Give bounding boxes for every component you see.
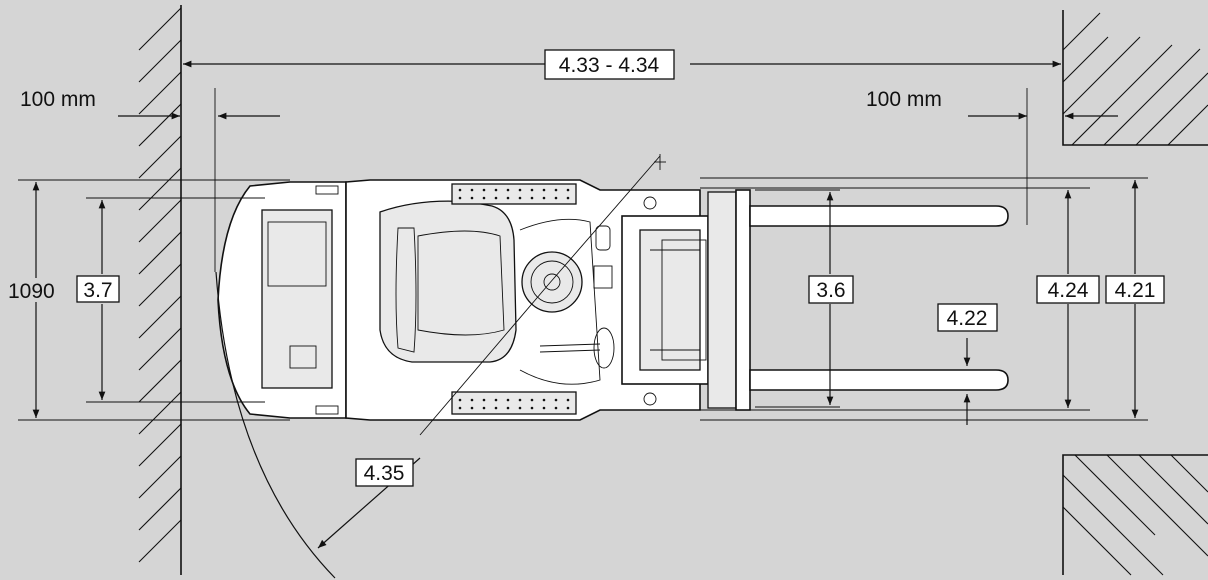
left-wall	[138, 5, 182, 575]
fork-lower	[749, 369, 1009, 391]
turning-radius-dimension: 4.35	[215, 154, 666, 579]
right-clearance-label: 100 mm	[866, 88, 942, 111]
forklift-top-view	[217, 179, 1009, 421]
dim-3-6: 3.6	[755, 189, 854, 408]
dim-4-24-label: 4.24	[1048, 279, 1089, 302]
right-wall-upper	[1062, 10, 1208, 146]
fork-carriage	[707, 191, 737, 409]
overall-width-label: 1090	[8, 280, 55, 303]
dim-4-21: 4.21	[700, 177, 1165, 421]
dim-4-24: 4.24	[700, 187, 1100, 411]
step-plate-top	[451, 183, 577, 205]
turning-arc	[215, 271, 336, 579]
dim-4-21-label: 4.21	[1115, 279, 1156, 302]
left-clearance-label: 100 mm	[20, 88, 96, 111]
dim-3-7: 3.7	[76, 197, 265, 403]
aisle-width-label: 4.33 - 4.34	[559, 54, 660, 77]
dim-3-7-label: 3.7	[83, 279, 112, 302]
operator-seat	[379, 200, 517, 363]
right-clearance-dimension: 100 mm	[866, 88, 1118, 225]
dim-4-22-label: 4.22	[947, 307, 988, 330]
fork-upper	[749, 205, 1009, 227]
dim-3-6-label: 3.6	[816, 279, 845, 302]
right-wall-lower	[1062, 454, 1208, 576]
overall-width-dimension: 1090	[8, 179, 290, 421]
dim-4-22: 4.22	[937, 303, 998, 425]
turning-radius-label: 4.35	[364, 462, 405, 485]
aisle-width-dimension: 4.33 - 4.34	[183, 49, 1062, 80]
step-plate-bottom	[451, 391, 577, 415]
